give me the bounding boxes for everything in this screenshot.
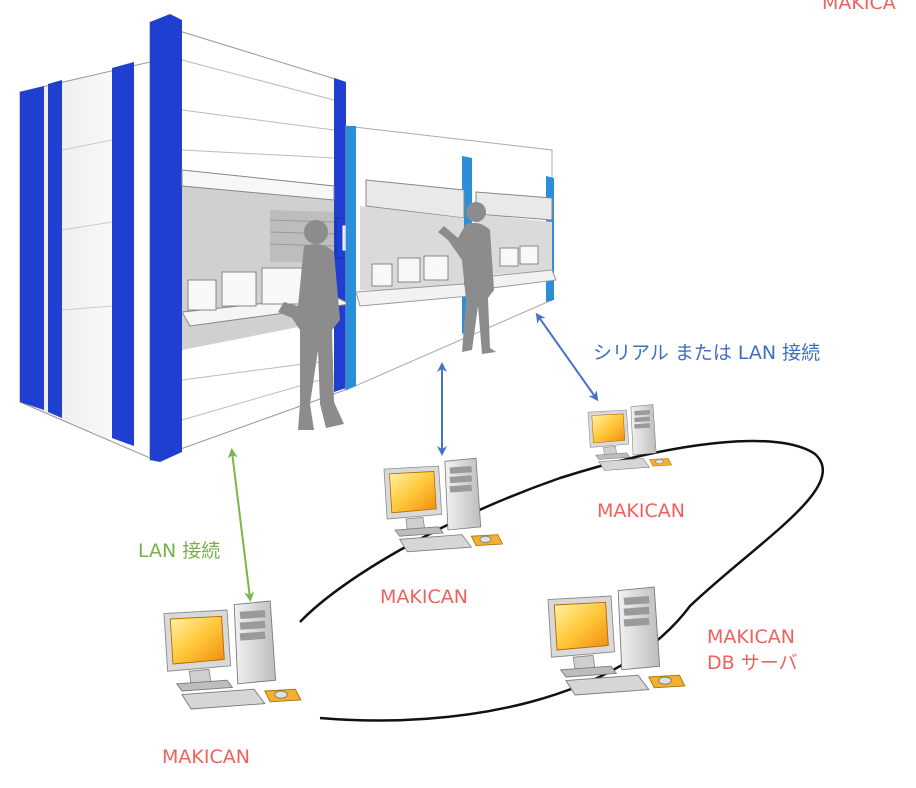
db-server-label-line1: MAKICAN [707, 626, 795, 648]
serial-connection-arrow [535, 312, 599, 402]
pc-top-right-label: MAKICAN [597, 500, 685, 522]
corner-label: MAKICA [822, 0, 896, 14]
network-ring [299, 439, 824, 722]
worker-silhouette [278, 202, 496, 430]
pc-middle-label: MAKICAN [380, 586, 468, 608]
lan-label: LAN 接続 [138, 540, 221, 562]
desktop-pc-icon [587, 404, 672, 471]
serial-lan-label: シリアル または LAN 接続 [593, 342, 821, 364]
vertical-storage-carousel [19, 14, 557, 462]
desktop-pc-icon [547, 586, 686, 696]
desktop-pc-icon [383, 457, 503, 553]
db-server-label-line2: DB サーバ [707, 652, 798, 674]
pc-bottom-left-label: MAKICAN [162, 746, 250, 768]
desktop-pc-icon [163, 600, 302, 710]
lan-connection-arrow [227, 448, 255, 602]
